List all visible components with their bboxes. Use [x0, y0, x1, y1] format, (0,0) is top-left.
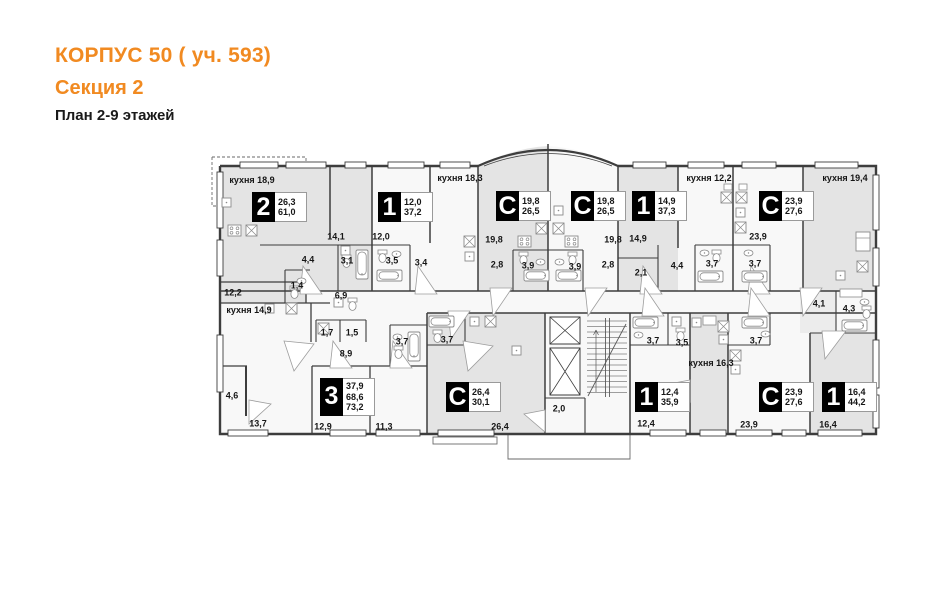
room-area-label: 1,7	[320, 327, 334, 338]
room-area-label: 13,7	[249, 418, 267, 429]
room-area-label: 12,2	[224, 287, 242, 298]
room-area-label: 3,5	[675, 337, 689, 348]
room-area-label: 4,1	[812, 298, 826, 309]
room-area-label: 4,3	[842, 303, 856, 314]
apartment-type: 1	[632, 191, 655, 221]
room-area-label: 23,9	[749, 231, 767, 242]
room-area-label: 6,9	[334, 290, 348, 301]
door-swings	[248, 264, 847, 433]
kitchen-area-label: кухня 16,3	[688, 358, 734, 368]
apartment-type: С	[446, 382, 469, 412]
room-area-label: 19,8	[604, 234, 622, 245]
elevator-icons	[549, 316, 581, 396]
room-area-label: 4,4	[301, 254, 315, 265]
room-area-label: 16,4	[819, 419, 837, 430]
room-area-label: 14,1	[327, 231, 345, 242]
room-area-label: 2,8	[601, 259, 615, 270]
staircase-icon	[587, 318, 627, 397]
room-area-label: 11,3	[375, 421, 393, 432]
room-area-label: 12,4	[637, 418, 655, 429]
room-area-label: 1,5	[345, 327, 359, 338]
room-area-label: 1,4	[290, 280, 304, 291]
apartment-type: С	[496, 191, 519, 221]
apartment-type: 1	[635, 382, 658, 412]
room-area-label: 12,0	[372, 231, 390, 242]
room-area-label: 14,9	[629, 233, 647, 244]
room-area-label: 3,7	[440, 334, 454, 345]
fixtures	[221, 183, 872, 375]
room-area-label: 26,4	[491, 421, 509, 432]
room-area-label: 3,9	[568, 261, 582, 272]
kitchen-area-label: кухня 18,3	[437, 173, 483, 183]
room-area-label: 3,7	[705, 258, 719, 269]
kitchen-area-label: кухня 18,9	[229, 175, 275, 185]
room-area-label: 4,6	[225, 390, 239, 401]
room-area-label: 19,8	[485, 234, 503, 245]
room-area-label: 3,7	[749, 335, 763, 346]
room-area-label: 2,8	[490, 259, 504, 270]
room-area-label: 3,7	[748, 258, 762, 269]
building-title: КОРПУС 50 ( уч. 593)	[55, 44, 271, 67]
apartment-type: 2	[252, 192, 275, 222]
room-area-label: 2,1	[634, 267, 648, 278]
section-title: Секция 2	[55, 77, 144, 99]
room-area-label: 12,9	[314, 421, 332, 432]
room-area-label: 4,4	[670, 260, 684, 271]
floors-subtitle: План 2-9 этажей	[55, 107, 175, 124]
room-area-label: 3,5	[385, 255, 399, 266]
apartment-type: С	[759, 191, 782, 221]
room-area-label: 3,7	[646, 335, 660, 346]
apartment-type: 1	[822, 382, 845, 412]
kitchen-area-label: кухня 12,2	[686, 173, 732, 183]
title-block: КОРПУС 50 ( уч. 593) Секция 2 План 2-9 э…	[55, 44, 271, 124]
room-area-label: 3,7	[395, 336, 409, 347]
room-area-label: 3,4	[414, 257, 428, 268]
room-area-label: 3,1	[340, 255, 354, 266]
apartment-type: 1	[378, 192, 401, 222]
apartment-type: 3	[320, 378, 343, 416]
room-area-label: 3,9	[521, 260, 535, 271]
kitchen-area-label: кухня 14,9	[226, 305, 272, 315]
room-area-label: 8,9	[339, 348, 353, 359]
apartment-type: С	[571, 191, 594, 221]
kitchen-area-label: кухня 19,4	[822, 173, 868, 183]
room-area-label: 23,9	[740, 419, 758, 430]
apartment-type: С	[759, 382, 782, 412]
room-area-label: 2,0	[552, 403, 566, 414]
